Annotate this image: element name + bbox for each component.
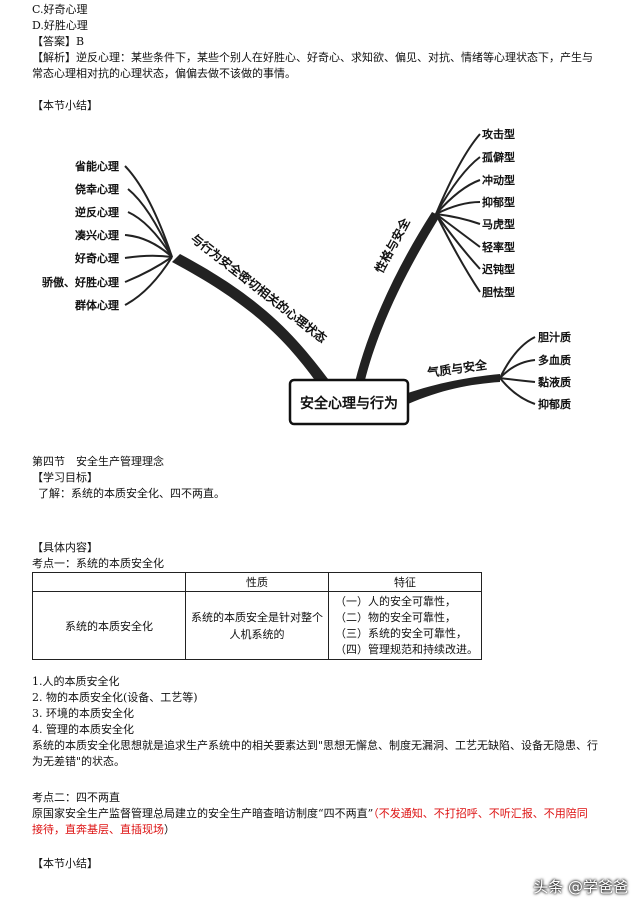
right-item-2: 冲动型 bbox=[482, 173, 515, 187]
right-fan bbox=[435, 133, 481, 293]
analysis-line-1: 【解析】逆反心理：某些条件下，某些个别人在好胜心、好奇心、求知欲、偏见、对抗、情… bbox=[32, 51, 593, 64]
table-header-feature: 特征 bbox=[328, 572, 482, 592]
goal-heading: 【学习目标】 bbox=[32, 471, 98, 484]
list-item-2: 3. 环境的本质安全化 bbox=[32, 707, 134, 720]
point2-line-1: 原国家安全生产监督管理总局建立的安全生产暗查暗访制度“四不两直”（不发通知、不打… bbox=[32, 806, 588, 821]
right-item-0: 攻击型 bbox=[482, 127, 515, 141]
right-item-5: 轻率型 bbox=[482, 240, 515, 254]
branch-right-stroke bbox=[355, 212, 440, 384]
left-item-0: 省能心理 bbox=[74, 159, 119, 173]
temper-item-2: 黏液质 bbox=[538, 375, 571, 389]
right-item-6: 迟钝型 bbox=[482, 262, 515, 276]
list-summary-1: 系统的本质安全化思想就是追求生产系统中的相关要素达到"思想无懈怠、制度无漏洞、工… bbox=[32, 739, 599, 752]
left-item-3: 凑兴心理 bbox=[75, 228, 119, 242]
point2-line-2: 接待，直奔基层、直插现场） bbox=[32, 822, 175, 837]
watermark: 头条 @学爸爸 bbox=[533, 878, 628, 896]
temper-item-3: 抑郁质 bbox=[538, 397, 571, 411]
feature-1: （二）物的安全可靠性， bbox=[335, 610, 456, 624]
right-item-3: 抑郁型 bbox=[482, 195, 515, 209]
feature-2: （三）系统的安全可靠性， bbox=[335, 626, 467, 640]
left-fan bbox=[124, 165, 173, 306]
center-box bbox=[288, 378, 410, 426]
temper-items: 胆汁质 多血质 黏液质 抑郁质 bbox=[538, 330, 571, 411]
table-cell-features: （一）人的安全可靠性， （二）物的安全可靠性， （三）系统的安全可靠性， （四）… bbox=[328, 591, 482, 660]
right-items: 攻击型 孤僻型 冲动型 抑郁型 马虎型 轻率型 迟钝型 胆怯型 bbox=[482, 127, 515, 299]
left-items: 省能心理 侥幸心理 逆反心理 凑兴心理 好奇心理 骄傲、好胜心理 群体心理 bbox=[41, 159, 119, 312]
mind-map: 省能心理 侥幸心理 逆反心理 凑兴心理 好奇心理 骄傲、好胜心理 群体心理 攻击… bbox=[41, 127, 571, 426]
summary-heading-2: 【本节小结】 bbox=[32, 857, 98, 870]
content-heading: 【具体内容】 bbox=[32, 541, 98, 554]
point2-line-1-black: 原国家安全生产监督管理总局建立的安全生产暗查暗访制度“四不两直” bbox=[32, 807, 374, 820]
goal-text: 了解：系统的本质安全化、四不两直。 bbox=[38, 487, 225, 500]
temper-fan bbox=[499, 336, 536, 405]
point2-line-2-red: 接待，直奔基层、直插现场 bbox=[32, 823, 164, 836]
left-item-6: 群体心理 bbox=[74, 298, 119, 312]
nature-line-2: 人机系统的 bbox=[229, 627, 285, 641]
feature-table: 性质 特征 系统的本质安全化 系统的本质安全是针对整个 人机系统的 （一）人的安… bbox=[32, 572, 482, 660]
list-summary-2: 为无差错"的状态。 bbox=[32, 755, 126, 768]
right-item-7: 胆怯型 bbox=[482, 285, 515, 299]
section-title: 第四节 安全生产管理理念 bbox=[32, 455, 164, 468]
right-item-4: 马虎型 bbox=[482, 217, 515, 231]
answer: 【答案】B bbox=[32, 35, 85, 48]
right-item-1: 孤僻型 bbox=[482, 150, 515, 164]
point2-title: 考点二：四不两直 bbox=[32, 791, 120, 804]
table-row-label: 系统的本质安全化 bbox=[32, 591, 186, 660]
branch-temper-stroke bbox=[405, 374, 500, 404]
table-cell-nature: 系统的本质安全是针对整个 人机系统的 bbox=[185, 591, 329, 660]
table-header-empty bbox=[32, 572, 186, 592]
center-label: 安全心理与行为 bbox=[300, 395, 398, 412]
list-item-1: 2. 物的本质安全化(设备、工艺等) bbox=[32, 691, 198, 704]
temper-item-1: 多血质 bbox=[538, 353, 571, 367]
summary-heading-1: 【本节小结】 bbox=[32, 99, 98, 112]
analysis-line-2: 常态心理相对抗的心理状态，偏偏去做不该做的事情。 bbox=[32, 67, 296, 80]
feature-3: （四）管理规范和持续改进。 bbox=[335, 642, 478, 656]
option-c: C.好奇心理 bbox=[32, 3, 88, 16]
point1-title: 考点一：系统的本质安全化 bbox=[32, 557, 164, 570]
table-row: 系统的本质安全化 系统的本质安全是针对整个 人机系统的 （一）人的安全可靠性， … bbox=[32, 591, 482, 660]
feature-0: （一）人的安全可靠性， bbox=[335, 594, 456, 608]
left-item-1: 侥幸心理 bbox=[75, 182, 119, 196]
point2-line-1-red: （不发通知、不打招呼、不听汇报、不用陪同 bbox=[373, 807, 588, 820]
point2-line-2-black: ） bbox=[164, 823, 175, 836]
left-item-4: 好奇心理 bbox=[74, 251, 119, 265]
list-item-3: 4. 管理的本质安全化 bbox=[32, 723, 134, 736]
table-header-nature: 性质 bbox=[185, 572, 329, 592]
option-d: D.好胜心理 bbox=[32, 19, 88, 32]
temper-item-0: 胆汁质 bbox=[538, 330, 571, 344]
list-item-0: 1.人的本质安全化 bbox=[32, 675, 120, 688]
left-item-2: 逆反心理 bbox=[75, 205, 119, 219]
branch-left-label: 与行为安全密切相关的心理状态 bbox=[188, 231, 330, 346]
left-item-5: 骄傲、好胜心理 bbox=[41, 275, 119, 289]
nature-line-1: 系统的本质安全是针对整个 bbox=[191, 610, 323, 624]
